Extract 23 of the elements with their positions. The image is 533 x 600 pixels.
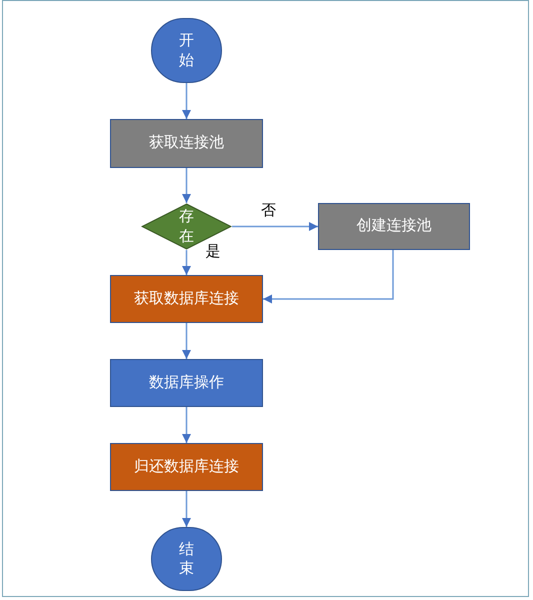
edge-label: 否 — [260, 202, 277, 218]
arrow — [182, 491, 191, 527]
process-box — [110, 275, 263, 323]
node-label: 获取数据库连接 — [134, 288, 239, 309]
node-label: 归还数据库连接 — [134, 456, 239, 477]
process-box — [110, 119, 263, 168]
node-label: 结束 — [179, 540, 194, 578]
arrow — [182, 168, 191, 203]
arrow — [232, 222, 318, 231]
edge-label: 是 — [204, 244, 222, 259]
node-label: 创建连接池 — [356, 216, 432, 236]
node-label: 存在 — [179, 207, 194, 246]
process-box — [110, 359, 263, 407]
arrow — [263, 250, 394, 304]
arrow — [182, 407, 191, 443]
arrow — [182, 250, 191, 275]
arrow — [182, 83, 191, 119]
node-label: 数据库操作 — [149, 372, 224, 393]
process-box — [318, 203, 470, 250]
process-box — [110, 443, 263, 491]
node-label: 开始 — [179, 31, 194, 70]
node-label: 获取连接池 — [149, 133, 224, 154]
arrow — [182, 323, 191, 359]
